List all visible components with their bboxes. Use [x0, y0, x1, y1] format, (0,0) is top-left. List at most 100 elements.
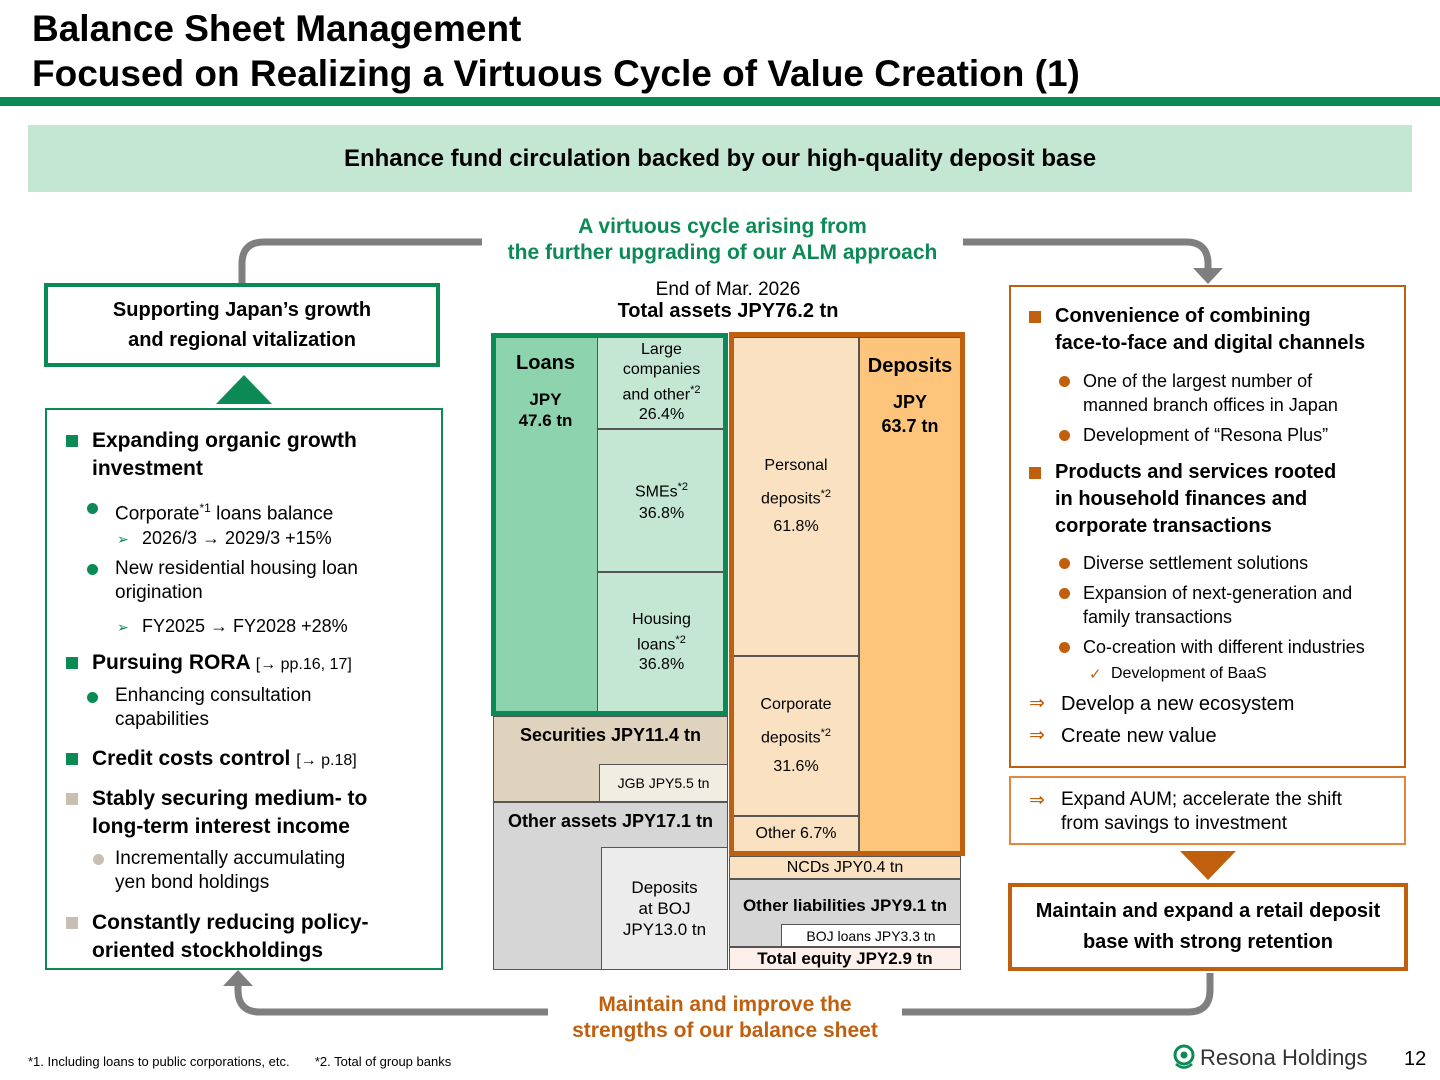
right-bullet-1: One of the largest number of manned bran… [1083, 369, 1338, 417]
left-bullet-2-line-2: origination [115, 582, 203, 603]
cycle-bottom-caption: Maintain and improve the strengths of ou… [520, 992, 930, 1044]
bs-date: End of Mar. 2026 [655, 279, 801, 300]
housing-line-1: Housing [632, 610, 691, 628]
large-companies-cell: Large companies and other*2 26.4% [597, 336, 726, 429]
dot-bullet-icon [1059, 558, 1070, 569]
large-pct: 26.4% [638, 406, 685, 424]
large-line-3-text: and other [622, 386, 691, 404]
corporate-deposits-cell: Corporate deposits*2 31.6% [733, 656, 859, 816]
boj-deposits-line-2: at BOJ [638, 899, 691, 918]
corporate-line-1: Corporate [760, 696, 832, 714]
dot-bullet-icon [87, 692, 98, 703]
right-goal-box: Maintain and expand a retail deposit bas… [1008, 883, 1408, 971]
right-arrow-2: Create new value [1061, 725, 1217, 747]
right-bullet-1-line-2: manned branch offices in Japan [1083, 395, 1338, 415]
aum-line-1: Expand AUM; accelerate the shift [1061, 789, 1342, 810]
left-heading-4-line-1: Stably securing medium- to [92, 787, 368, 810]
left-sub-2: FY2025 → FY2028 +28% [142, 616, 348, 636]
smes-text: SMEs [634, 483, 678, 501]
down-triangle-icon [1180, 851, 1236, 880]
left-goal-line-1: Supporting Japan’s growth [112, 299, 372, 321]
smes-cell: SMEs*2 36.8% [597, 429, 726, 572]
boj-deposits-line-1: Deposits [631, 878, 698, 897]
right-initiatives-box: Convenience of combining face-to-face an… [1009, 285, 1406, 768]
left-heading-2-text: Pursuing RORA [92, 651, 250, 674]
left-bullet-4: Incrementally accumulating yen bond hold… [115, 847, 345, 895]
bs-total-assets: Total assets JPY76.2 tn [617, 300, 839, 322]
cycle-bottom-left-arc [234, 984, 548, 1016]
boj-loans-cell: BOJ loans JPY3.3 tn [781, 924, 961, 947]
right-goal-line-2: base with strong retention [1082, 931, 1333, 953]
right-heading-2: Products and services rooted in househol… [1055, 459, 1336, 540]
housing-line-2: loans*2 [637, 630, 686, 655]
left-bullet-3-line-1: Enhancing consultation [115, 685, 312, 706]
left-bullet-2: New residential housing loan origination [115, 557, 358, 605]
implies-arrow-icon: ⇒ [1029, 790, 1045, 811]
right-heading-1: Convenience of combining face-to-face an… [1055, 303, 1365, 357]
dot-bullet-icon [1059, 430, 1070, 441]
square-bullet-icon [66, 657, 78, 669]
square-bullet-icon [1029, 311, 1041, 323]
right-heading-2-line-1: Products and services rooted [1055, 461, 1337, 483]
other-liabilities-label: Other liabilities JPY9.1 tn [742, 896, 948, 915]
banner: Enhance fund circulation backed by our h… [28, 125, 1412, 192]
square-bullet-icon [1029, 467, 1041, 479]
footnote-ref-2: *2 [677, 480, 689, 493]
deposits-frame [729, 332, 965, 856]
dot-bullet-icon [1059, 376, 1070, 387]
ncds-cell: NCDs JPY0.4 tn [729, 856, 961, 879]
loans-value-line-2: 47.6 tn [518, 411, 573, 430]
large-line-1: Large [641, 340, 682, 358]
right-bullet-3: Diverse settlement solutions [1083, 553, 1309, 573]
loans-label: Loans [516, 352, 575, 374]
cycle-top-left-arc [238, 238, 482, 285]
loans-value: JPY 47.6 tn [519, 389, 573, 431]
loans-column: Loans JPY 47.6 tn [493, 336, 598, 713]
cycle-bottom-right-arc [902, 973, 1214, 1016]
cycle-bottom-left-arrowhead [223, 970, 253, 986]
left-heading-1-line-2: investment [92, 457, 203, 480]
personal-line-2: deposits*2 [761, 480, 831, 513]
dot-bullet-icon [93, 854, 104, 865]
aum-line-2: from savings to investment [1061, 813, 1287, 834]
left-heading-1-line-1: Expanding organic growth [92, 429, 357, 452]
smes-label: SMEs*2 [635, 476, 688, 503]
left-heading-3-text: Credit costs control [92, 747, 291, 770]
cycle-top-line-1: A virtuous cycle arising from [578, 215, 867, 238]
footnote-ref-2: *2 [690, 383, 701, 396]
arrow-bullet-icon: ➢ [117, 531, 129, 547]
left-sub-1: 2026/3 → 2029/3 +15% [142, 528, 332, 548]
dot-bullet-icon [87, 564, 98, 575]
left-bullet-3: Enhancing consultation capabilities [115, 684, 311, 732]
boj-deposits-line-3: JPY13.0 tn [622, 920, 707, 939]
other-assets-label: Other assets JPY17.1 tn [507, 811, 714, 831]
left-bullet-1-text-2: loans balance [210, 503, 334, 525]
left-heading-2: Pursuing RORA [→ pp.16, 17] [92, 649, 352, 679]
dot-bullet-icon [87, 503, 98, 514]
left-bullet-2-line-1: New residential housing loan [115, 558, 358, 579]
right-heading-1-line-2: face-to-face and digital channels [1055, 332, 1366, 354]
right-bullet-4-line-1: Expansion of next-generation and [1083, 583, 1353, 603]
other-deposits-cell: Other 6.7% [733, 816, 859, 852]
implies-arrow-icon: ⇒ [1029, 725, 1045, 746]
right-arrow-1: Develop a new ecosystem [1061, 693, 1295, 715]
footnotes: *1. Including loans to public corporatio… [28, 1054, 451, 1069]
personal-deposits-cell: Personal deposits*2 61.8% [733, 337, 859, 656]
personal-text: deposits [761, 490, 821, 508]
left-heading-3: Credit costs control [→ p.18] [92, 745, 357, 775]
loans-frame [491, 333, 728, 716]
square-bullet-icon [66, 917, 78, 929]
right-heading-2-line-2: in household finances and [1055, 488, 1308, 510]
corporate-line-2: deposits*2 [761, 719, 831, 752]
loans-value-line-1: JPY [529, 390, 562, 409]
left-heading-5-line-2: oriented stockholdings [92, 939, 324, 962]
right-bullet-1-line-1: One of the largest number of [1083, 371, 1313, 391]
cycle-top-caption: A virtuous cycle arising from the furthe… [470, 214, 975, 266]
left-heading-5-line-1: Constantly reducing policy- [92, 911, 369, 934]
left-bullet-3-line-2: capabilities [115, 709, 209, 730]
footnote-2: *2. Total of group banks [314, 1054, 452, 1069]
title-divider [0, 97, 1440, 106]
dot-bullet-icon [1059, 642, 1070, 653]
square-bullet-icon [66, 793, 78, 805]
left-heading-1: Expanding organic growth investment [92, 427, 357, 483]
